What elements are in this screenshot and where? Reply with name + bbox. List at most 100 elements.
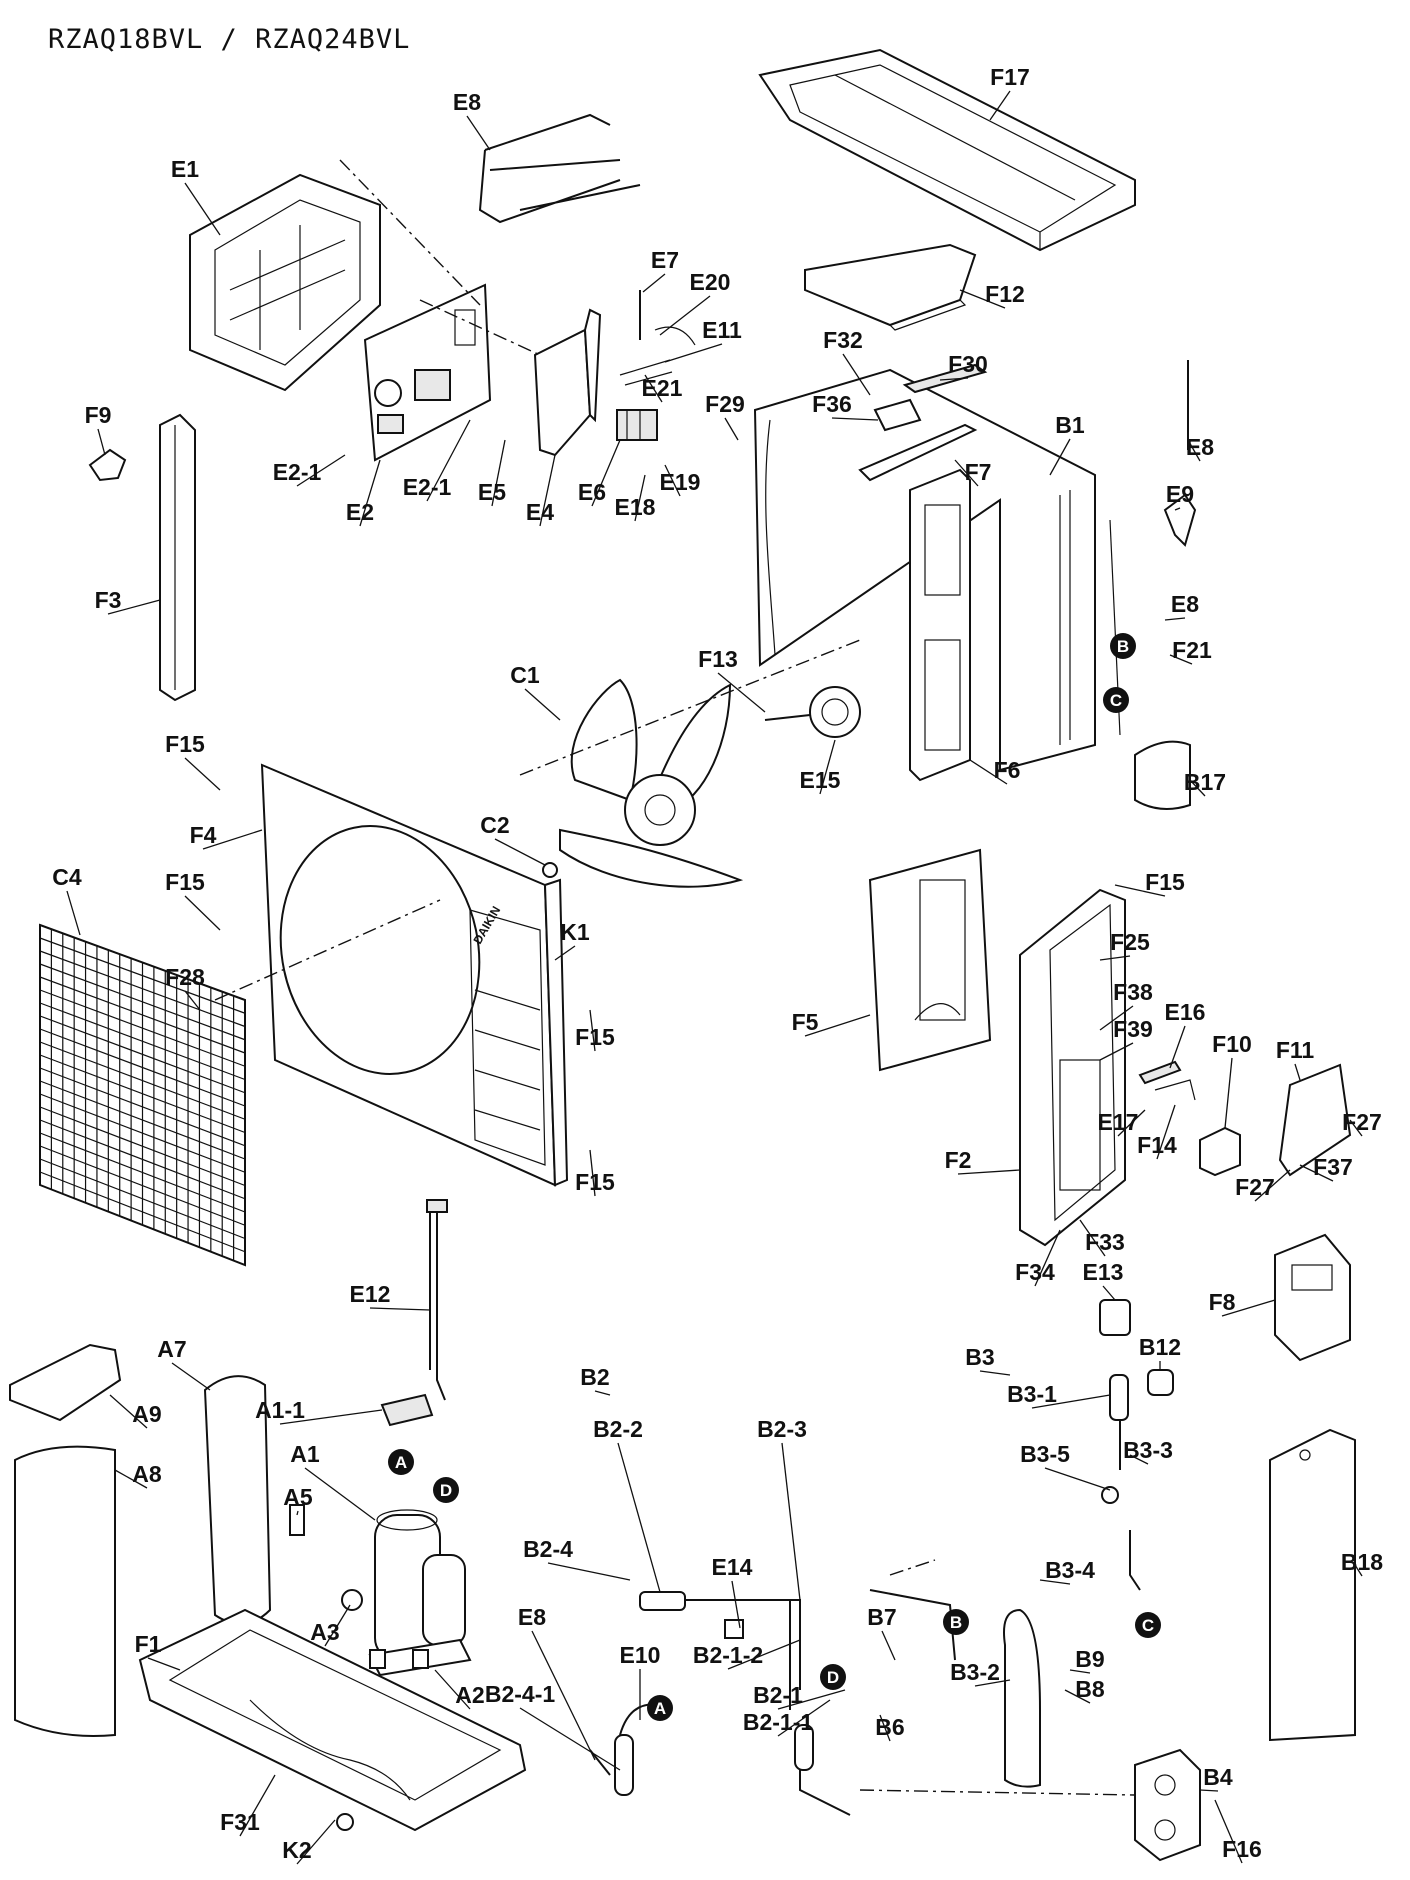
part-label-k1: K1 xyxy=(560,919,590,945)
grille-bar xyxy=(39,976,246,1054)
part-label-e2-1b: E2-1 xyxy=(403,474,452,500)
leader-line-a8 xyxy=(114,1469,148,1489)
part-label-f3: F3 xyxy=(95,587,122,613)
leader-line-b17 xyxy=(1189,779,1206,797)
corner-cover-part xyxy=(1269,1428,1356,1742)
part-label-b2-4-1: B2-4-1 xyxy=(485,1681,556,1707)
part-label-e2: E2 xyxy=(346,499,374,525)
leader-line-f21 xyxy=(1169,654,1193,665)
part-label-e6: E6 xyxy=(578,479,606,505)
part-label-f15e: F15 xyxy=(575,1169,615,1195)
leader-line-e21 xyxy=(644,374,663,403)
service-cover-parts xyxy=(1138,1060,1352,1177)
part-label-e17: E17 xyxy=(1098,1109,1139,1135)
grille-bar xyxy=(39,1119,246,1200)
part-label-f1: F1 xyxy=(135,1631,162,1657)
leader-line-a7 xyxy=(171,1362,211,1391)
corner-post-part xyxy=(159,413,196,702)
leader-line-e2 xyxy=(359,459,381,527)
svg-text:C: C xyxy=(1110,691,1122,710)
leader-line-b2-1-2 xyxy=(727,1639,801,1670)
leader-line-f15d xyxy=(589,1009,596,1052)
sensor-parts xyxy=(619,290,696,386)
leader-line-f30 xyxy=(939,377,969,381)
leader-line-b3-5 xyxy=(1044,1467,1111,1491)
part-label-e19: E19 xyxy=(660,469,701,495)
expansion-valve-part xyxy=(1003,1299,1174,1788)
part-label-f15a: F15 xyxy=(165,731,205,757)
thermistor-holder-part xyxy=(1163,360,1197,547)
part-label-f32: F32 xyxy=(823,327,863,353)
grille-bar xyxy=(39,989,246,1067)
svg-text:A: A xyxy=(395,1453,407,1472)
part-label-c1: C1 xyxy=(510,662,540,688)
part-label-f27a: F27 xyxy=(1342,1109,1382,1135)
leader-line-f25 xyxy=(1099,955,1131,961)
leader-line-e2-1a xyxy=(296,454,346,487)
part-label-e4: E4 xyxy=(526,499,554,525)
leader-line-a1-1 xyxy=(279,1409,383,1425)
svg-text:C: C xyxy=(1142,1616,1154,1635)
part-label-f11: F11 xyxy=(1276,1037,1315,1063)
front-panel-part: DAIKIN xyxy=(260,763,569,1187)
part-label-a2: A2 xyxy=(455,1682,484,1708)
leader-line-b2-2 xyxy=(617,1442,661,1593)
side-panel-part xyxy=(868,848,992,1072)
part-label-b2-2: B2-2 xyxy=(593,1416,643,1442)
marker-A-top: A xyxy=(388,1449,414,1475)
part-label-b3-1: B3-1 xyxy=(1007,1381,1057,1407)
part-label-e14: E14 xyxy=(712,1554,753,1580)
part-label-f28: F28 xyxy=(165,964,205,990)
leader-line-f1 xyxy=(147,1657,181,1671)
grille-bar xyxy=(39,1028,246,1107)
grille-bar xyxy=(39,1145,246,1226)
leader-line-e6 xyxy=(591,439,621,507)
leader-line-b4 xyxy=(1199,1789,1219,1792)
part-label-b18: B18 xyxy=(1341,1549,1383,1575)
cover-plate-part xyxy=(804,243,977,331)
part-label-e11: E11 xyxy=(702,317,742,343)
right-side-panel-part xyxy=(1019,888,1126,1247)
part-label-f33: F33 xyxy=(1085,1229,1125,1255)
part-label-e15: E15 xyxy=(800,767,841,793)
four-way-valve-piping-part xyxy=(589,1589,956,1816)
leader-line-f8 xyxy=(1221,1299,1276,1317)
leader-line-f7 xyxy=(954,459,979,487)
leader-line-a1 xyxy=(304,1467,376,1521)
leader-line-e17 xyxy=(1117,1109,1146,1137)
pcb-part xyxy=(363,283,492,462)
leader-line-b7 xyxy=(881,1630,896,1661)
leader-line-b3 xyxy=(979,1370,1011,1376)
part-label-a7: A7 xyxy=(157,1336,186,1362)
part-label-f17: F17 xyxy=(990,64,1030,90)
leader-line-b9 xyxy=(1069,1669,1091,1674)
part-label-a9: A9 xyxy=(132,1401,161,1427)
grille-bar xyxy=(39,1054,246,1134)
part-label-e16: E16 xyxy=(1165,999,1206,1025)
compressor-part xyxy=(289,1393,472,1677)
stop-valve-plate-part xyxy=(1134,1748,1201,1862)
svg-text:B: B xyxy=(950,1613,962,1632)
leader-line-e7 xyxy=(642,273,666,293)
part-label-e10: E10 xyxy=(620,1642,661,1668)
part-label-e8c: E8 xyxy=(1171,591,1199,617)
marker-D-bottom: D xyxy=(820,1664,846,1690)
leader-line-f15b xyxy=(1114,884,1166,897)
leader-line-b8 xyxy=(1064,1689,1091,1704)
part-label-a1: A1 xyxy=(290,1441,320,1467)
part-label-e13: E13 xyxy=(1083,1259,1124,1285)
leader-line-f39 xyxy=(1099,1042,1134,1061)
leader-line-a5 xyxy=(296,1510,299,1516)
lead-wire-part xyxy=(426,1199,448,1401)
part-label-f8: F8 xyxy=(1209,1289,1236,1315)
part-label-f12: F12 xyxy=(985,281,1025,307)
leader-line-b2-1 xyxy=(777,1689,846,1710)
grille-bar xyxy=(39,1158,246,1240)
part-label-a5: A5 xyxy=(283,1484,313,1510)
part-label-f13: F13 xyxy=(698,646,738,672)
leader-line-e8a xyxy=(466,115,491,151)
part-label-b9: B9 xyxy=(1075,1646,1104,1672)
part-label-f31: F31 xyxy=(220,1809,260,1835)
part-label-a1-1: A1-1 xyxy=(255,1397,305,1423)
leader-line-f28 xyxy=(184,990,201,1011)
